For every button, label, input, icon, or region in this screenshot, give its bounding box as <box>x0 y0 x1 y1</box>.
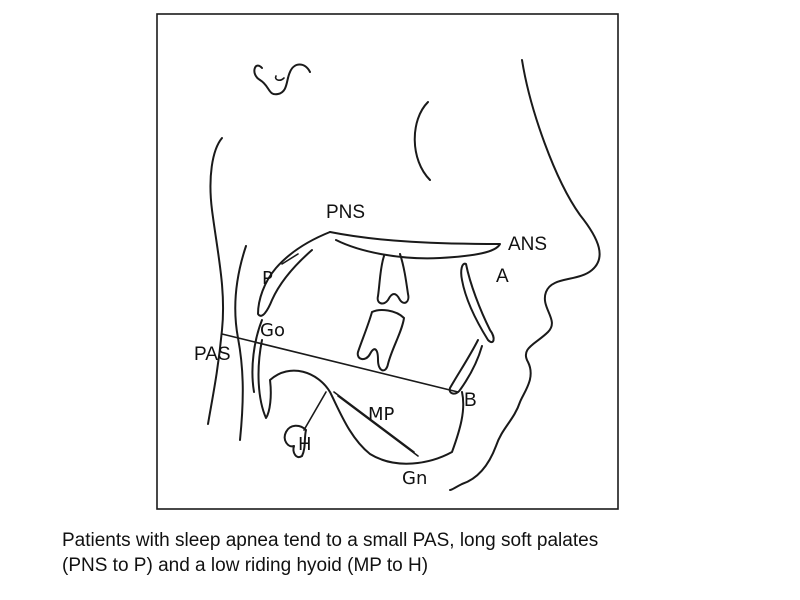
label-pas: PAS <box>194 344 231 365</box>
ear-inner <box>274 75 285 81</box>
label-b: B <box>464 390 477 411</box>
diagram-svg: PNS ANS A P Go PAS B MP H Gn <box>156 13 619 510</box>
lower-incisor <box>448 339 483 395</box>
cephalometric-diagram: PNS ANS A P Go PAS B MP H Gn <box>156 13 619 510</box>
label-pns: PNS <box>326 202 365 223</box>
label-ans: ANS <box>508 234 547 255</box>
mandible-outline <box>257 339 465 465</box>
posterior-neck <box>207 137 225 425</box>
label-h: H <box>298 434 312 455</box>
label-mp: MP <box>368 404 395 425</box>
label-a: A <box>496 266 509 287</box>
go-b-line <box>221 333 459 393</box>
ramus-line <box>251 319 263 393</box>
hyoid-bone <box>283 424 307 458</box>
caption-line-1: Patients with sleep apnea tend to a smal… <box>62 530 599 551</box>
label-p: P <box>262 268 273 289</box>
mandibular-plane-line <box>333 391 419 457</box>
soft-palate <box>257 231 331 317</box>
spine-line <box>234 245 247 441</box>
face-profile <box>449 59 601 491</box>
lower-molar <box>356 309 405 372</box>
diagram-frame <box>156 13 619 510</box>
label-gn: Gn <box>402 468 427 489</box>
soft-palate-mark <box>281 253 299 265</box>
figure-caption: Patients with sleep apnea tend to a smal… <box>62 528 782 578</box>
caption-line-2: (PNS to P) and a low riding hyoid (MP to… <box>62 555 429 576</box>
label-go: Go <box>260 320 285 341</box>
palatal-plane <box>329 231 501 260</box>
orbit-curve <box>413 101 431 181</box>
hyoid-line <box>303 391 327 431</box>
ear-outline <box>253 63 311 96</box>
upper-incisor <box>460 262 495 344</box>
upper-molar <box>376 253 410 305</box>
